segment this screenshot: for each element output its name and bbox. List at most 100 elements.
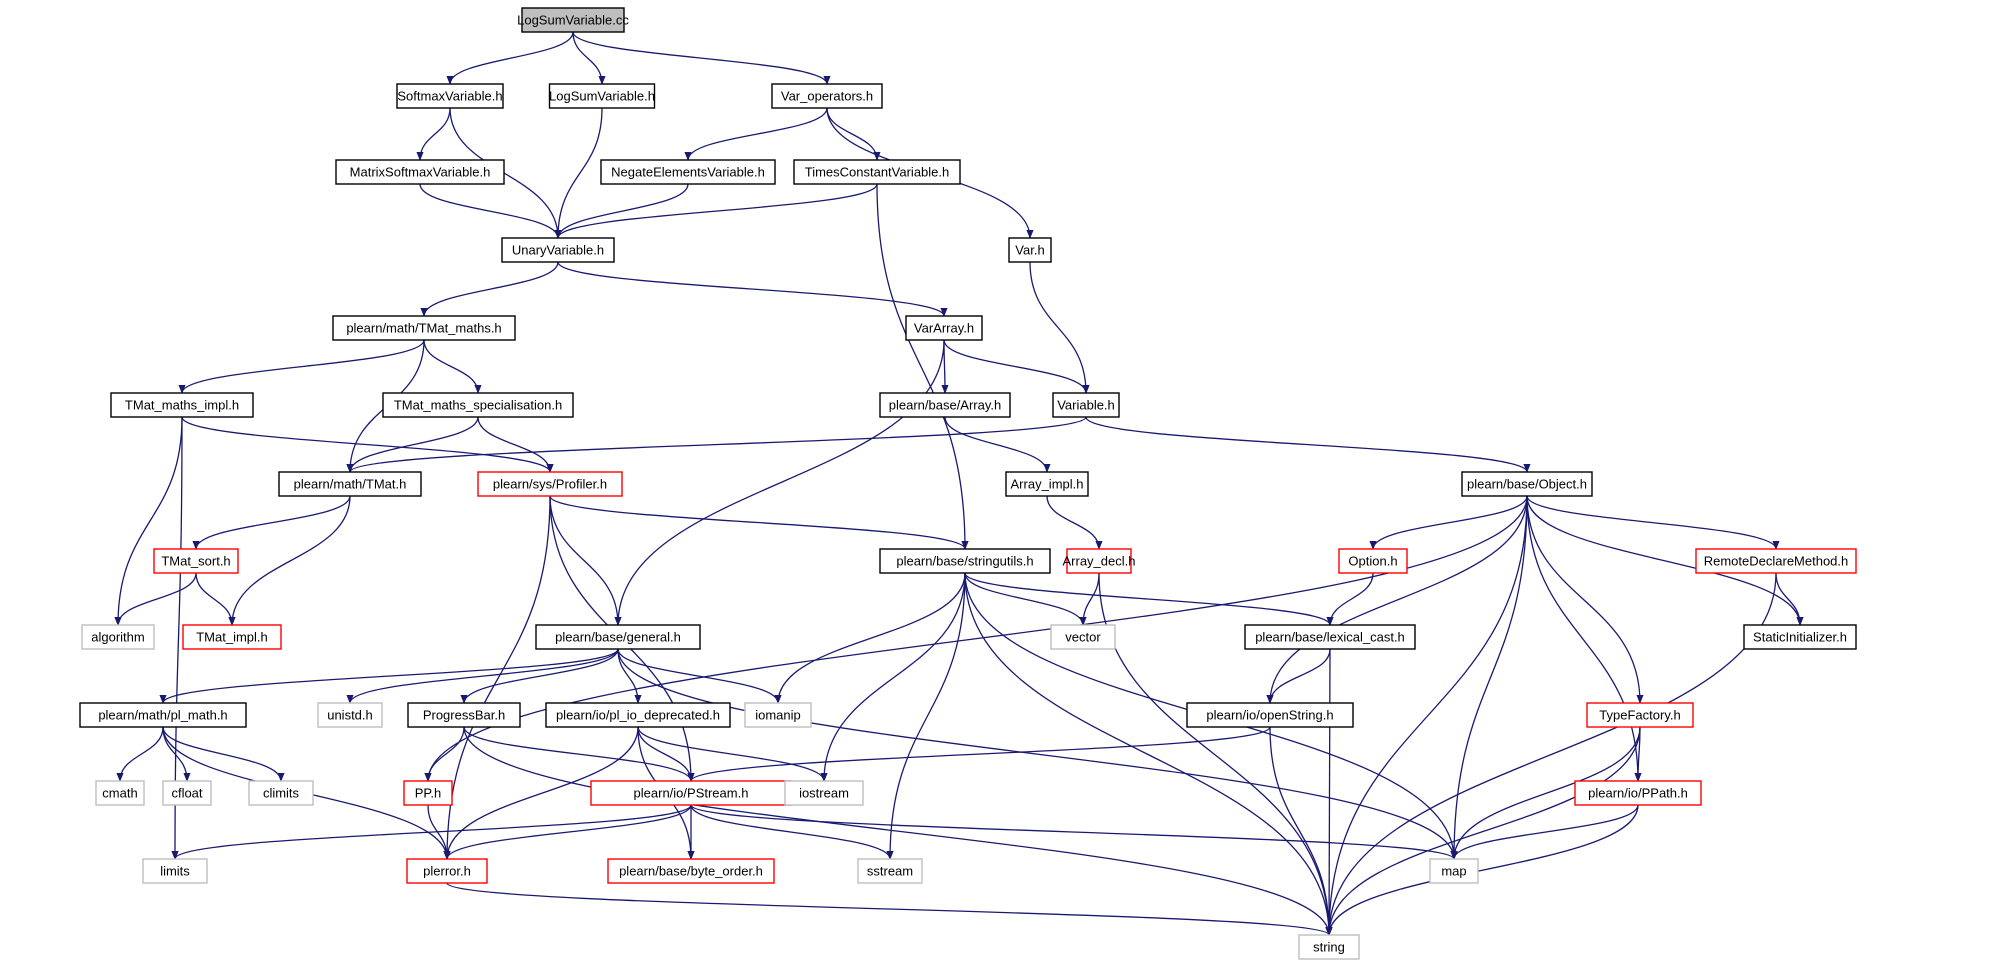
node-box-profiler [477,471,623,497]
node-pliodep[interactable]: plearn/io/pl_io_deprecated.h [545,702,731,728]
node-stringutils[interactable]: plearn/base/stringutils.h [879,548,1051,574]
node-label-varops: Var_operators.h [781,89,873,104]
node-plmath[interactable]: plearn/math/pl_math.h [79,702,247,728]
edge-unary-to-vararray [557,261,948,317]
node-box-sstream [857,858,923,884]
edge-tmatspec-to-tmat [346,416,479,473]
edge-varops-to-negate [684,107,828,161]
edge-variable-to-tmat [346,416,1087,473]
node-plerror[interactable]: plerror.h [406,858,488,884]
edge-object-to-remote [1526,495,1780,550]
node-box-staticinit [1743,624,1857,650]
node-byteorder[interactable]: plearn/base/byte_order.h [607,858,775,884]
node-tmatmathsimpl[interactable]: TMat_maths_impl.h [110,392,254,418]
edge-stringutils-to-iomanip [774,572,966,704]
node-label-pp: PP.h [415,786,442,801]
node-tmat[interactable]: plearn/math/TMat.h [278,471,422,497]
node-label-plmath: plearn/math/pl_math.h [98,708,227,723]
node-arrayimpl[interactable]: Array_impl.h [1005,471,1089,497]
node-tmatimpl[interactable]: TMat_impl.h [182,624,282,650]
node-label-climits: climits [263,786,300,801]
node-label-stringutils: plearn/base/stringutils.h [896,554,1033,569]
node-pstream[interactable]: plearn/io/PStream.h [590,780,792,806]
node-label-tmatmaths: plearn/math/TMat_maths.h [346,321,501,336]
node-object[interactable]: plearn/base/Object.h [1461,471,1593,497]
node-box-object [1461,471,1593,497]
node-label-arrayimpl: Array_impl.h [1011,477,1084,492]
node-typefactory[interactable]: TypeFactory.h [1586,702,1694,728]
node-var[interactable]: Var.h [1008,237,1052,263]
edge-pliodep-to-plerror [443,726,639,860]
node-lexical[interactable]: plearn/base/lexical_cast.h [1244,624,1416,650]
node-profiler[interactable]: plearn/sys/Profiler.h [477,471,623,497]
edge-logsumh-to-unary [554,107,603,239]
node-label-variable: Variable.h [1057,398,1115,413]
node-label-plerror: plerror.h [423,864,471,879]
node-tmatspec[interactable]: TMat_maths_specialisation.h [382,392,574,418]
node-matsoft[interactable]: MatrixSoftmaxVariable.h [335,159,505,185]
node-box-tmatspec [382,392,574,418]
node-label-byteorder: plearn/base/byte_order.h [619,864,763,879]
node-variable[interactable]: Variable.h [1052,392,1120,418]
edge-vararray-to-general [614,339,945,626]
node-label-tmatmathsimpl: TMat_maths_impl.h [125,398,239,413]
edge-general-to-progress [460,648,619,704]
edge-negate-to-unary [554,183,689,239]
node-box-lexical [1244,624,1416,650]
node-tmatmaths[interactable]: plearn/math/TMat_maths.h [332,315,516,341]
node-arraydecl[interactable]: Array_decl.h [1063,548,1136,574]
node-label-iomanip: iomanip [755,708,801,723]
node-varops[interactable]: Var_operators.h [771,83,883,109]
node-option[interactable]: Option.h [1338,548,1408,574]
edge-progress-to-string [463,726,1333,936]
node-logsumh[interactable]: LogSumVariable.h [548,83,656,109]
edge-basearray-to-arrayimpl [944,416,1051,473]
node-remote[interactable]: RemoteDeclareMethod.h [1695,548,1857,574]
node-label-unary: UnaryVariable.h [512,243,604,258]
node-unary[interactable]: UnaryVariable.h [501,237,615,263]
node-basearray[interactable]: plearn/base/Array.h [879,392,1011,418]
node-staticinit[interactable]: StaticInitializer.h [1743,624,1857,650]
edge-object-to-string [1325,495,1528,936]
edge-general-to-plmath [159,648,619,704]
edge-tmatmathsimpl-to-limits [171,416,183,860]
node-cfloat: cfloat [162,780,212,806]
node-box-string [1298,934,1360,960]
node-ppath[interactable]: plearn/io/PPath.h [1574,780,1702,806]
node-box-arrayimpl [1005,471,1089,497]
node-box-unary [501,237,615,263]
node-tmatsort[interactable]: TMat_sort.h [153,548,239,574]
edge-vararray-to-variable [943,339,1090,394]
node-openstring[interactable]: plearn/io/openString.h [1186,702,1354,728]
node-label-algorithm: algorithm [91,630,144,645]
node-label-matsoft: MatrixSoftmaxVariable.h [350,165,491,180]
edge-profiler-to-stringutils [549,495,969,550]
edge-varops-to-timesconst [826,107,881,161]
node-box-variable [1052,392,1120,418]
edge-var-to-variable [1029,261,1090,394]
node-box-vector [1050,624,1116,650]
edge-pstream-to-sstream [690,804,894,860]
node-label-staticinit: StaticInitializer.h [1753,630,1847,645]
edge-stringutils-to-vector [964,572,1087,626]
node-label-unistd: unistd.h [327,708,373,723]
edge-general-to-map [617,648,1458,860]
node-box-climits [248,780,314,806]
edge-matsoft-to-unary [419,183,562,239]
edge-tmatmathsimpl-to-profiler [181,416,554,473]
node-progress[interactable]: ProgressBar.h [407,702,521,728]
node-timesconst[interactable]: TimesConstantVariable.h [793,159,961,185]
node-box-unistd [317,702,383,728]
node-pp[interactable]: PP.h [403,780,453,806]
node-vararray[interactable]: VarArray.h [905,315,983,341]
node-negate[interactable]: NegateElementsVariable.h [600,159,776,185]
edge-openstring-to-pstream [687,726,1271,782]
edge-openstring-to-string [1269,726,1333,936]
node-general[interactable]: plearn/base/general.h [535,624,701,650]
node-softmax[interactable]: SoftmaxVariable.h [396,83,504,109]
node-box-basearray [879,392,1011,418]
node-box-openstring [1186,702,1354,728]
edge-tmat-to-tmatimpl [228,495,351,626]
node-root[interactable]: LogSumVariable.cc [517,7,629,33]
